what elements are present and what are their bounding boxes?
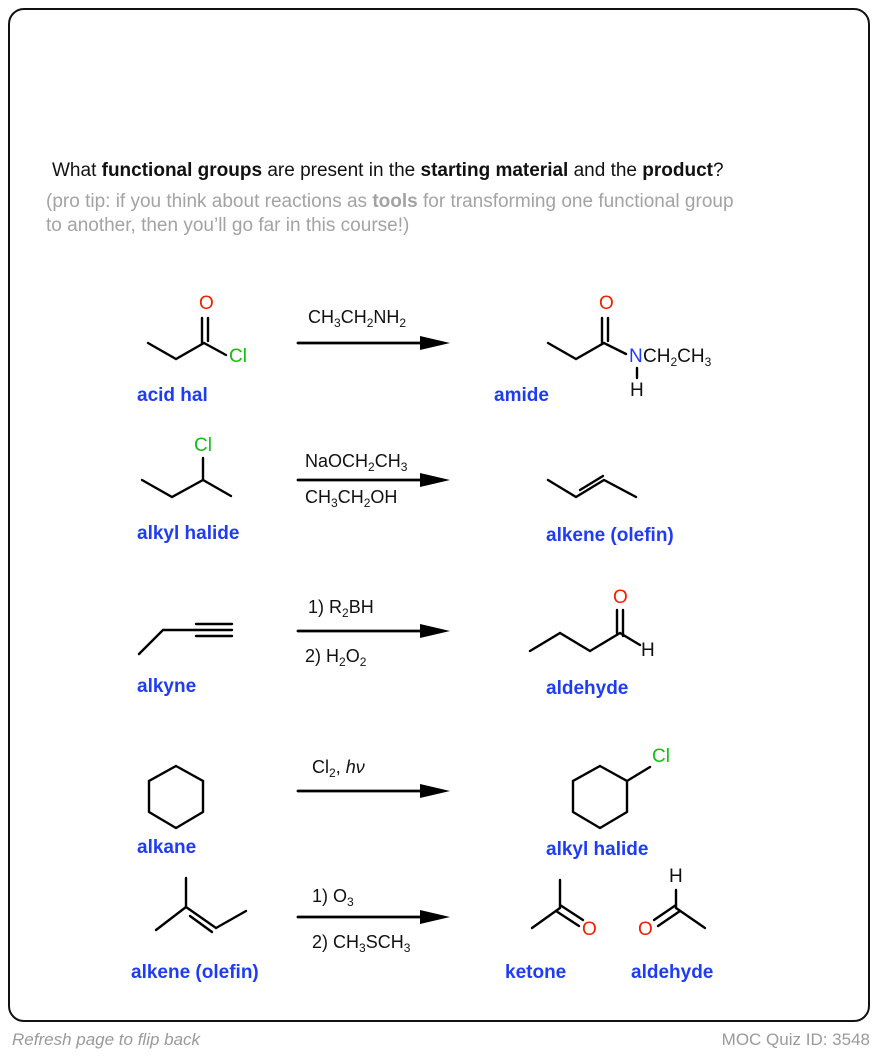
- pro-tip-line-1: (pro tip: if you think about reactions a…: [46, 191, 734, 213]
- oxygen-atom: O: [638, 919, 653, 940]
- acetone-structure: [530, 878, 585, 930]
- acid-chloride-structure: [146, 316, 228, 361]
- chlorine-atom: Cl: [652, 746, 670, 767]
- start-label: alkyne: [137, 676, 197, 697]
- product-label: alkyl halide: [546, 839, 649, 860]
- reagent-ethanol: CH3CH2OH: [305, 487, 398, 510]
- question-part: What: [52, 160, 102, 181]
- alkyl-halide-structure: [140, 456, 233, 499]
- product-label: aldehyde: [546, 678, 629, 699]
- start-label: acid hal: [137, 385, 208, 406]
- reagent-sodium-ethoxide: NaOCH2CH3: [305, 451, 408, 474]
- reagent-step-2: 2) CH3SCH3: [312, 932, 411, 955]
- nitrogen-atom: N: [629, 346, 643, 367]
- tip-bold: tools: [372, 191, 418, 212]
- oxygen-atom: O: [613, 587, 628, 608]
- question-text: What functional groups are present in th…: [52, 160, 724, 182]
- alkene-structure: [546, 474, 638, 499]
- tip-part: (pro tip: if you think about reactions a…: [46, 191, 373, 212]
- oxygen-atom: O: [199, 293, 214, 314]
- start-label: alkane: [137, 837, 197, 858]
- question-bold: starting material: [420, 160, 569, 181]
- product-label: ketone: [505, 962, 567, 983]
- reaction-arrows: [296, 336, 450, 924]
- ethyl-group: CH2CH3: [643, 346, 712, 369]
- chlorocyclohexane-structure: [571, 764, 652, 830]
- tip-part: for transforming one functional group: [417, 191, 734, 212]
- product-label: aldehyde: [631, 962, 714, 983]
- question-part: are present in the: [262, 160, 421, 181]
- chlorine-atom: Cl: [229, 346, 247, 367]
- reagent-ethylamine: CH3CH2NH2: [308, 307, 407, 330]
- reagent-step-2: 2) H2O2: [305, 646, 367, 669]
- chlorine-atom: Cl: [194, 435, 212, 456]
- cyclohexane-structure: [147, 764, 205, 830]
- hydrogen-atom: H: [630, 380, 644, 401]
- quiz-id: MOC Quiz ID: 3548: [721, 1030, 870, 1049]
- amide-structure: [546, 316, 639, 380]
- alkyne-structure: [137, 622, 234, 656]
- reagent-step-1: 1) R2BH: [308, 597, 374, 620]
- reagent-step-1: 1) O3: [312, 886, 354, 909]
- start-label: alkene (olefin): [131, 962, 259, 983]
- reagent-chlorine-light: Cl2, hν: [312, 757, 365, 780]
- question-part: ?: [713, 160, 724, 181]
- question-part: and the: [568, 160, 643, 181]
- refresh-hint: Refresh page to flip back: [12, 1030, 201, 1049]
- quiz-card[interactable]: [8, 8, 870, 1022]
- pro-tip-line-2: to another, then you’ll go far in this c…: [46, 215, 410, 236]
- product-label: alkene (olefin): [546, 525, 674, 546]
- oxygen-atom: O: [599, 293, 614, 314]
- question-bold: functional groups: [101, 160, 263, 181]
- acetaldehyde-structure: [652, 888, 707, 930]
- oxygen-atom: O: [582, 919, 597, 940]
- question-bold: product: [642, 160, 713, 181]
- aldehyde-structure: [528, 608, 642, 653]
- trisubstituted-alkene-structure: [154, 876, 248, 934]
- hydrogen-atom: H: [669, 866, 683, 887]
- hydrogen-atom: H: [641, 640, 655, 661]
- start-label: alkyl halide: [137, 523, 240, 544]
- product-label: amide: [494, 385, 549, 406]
